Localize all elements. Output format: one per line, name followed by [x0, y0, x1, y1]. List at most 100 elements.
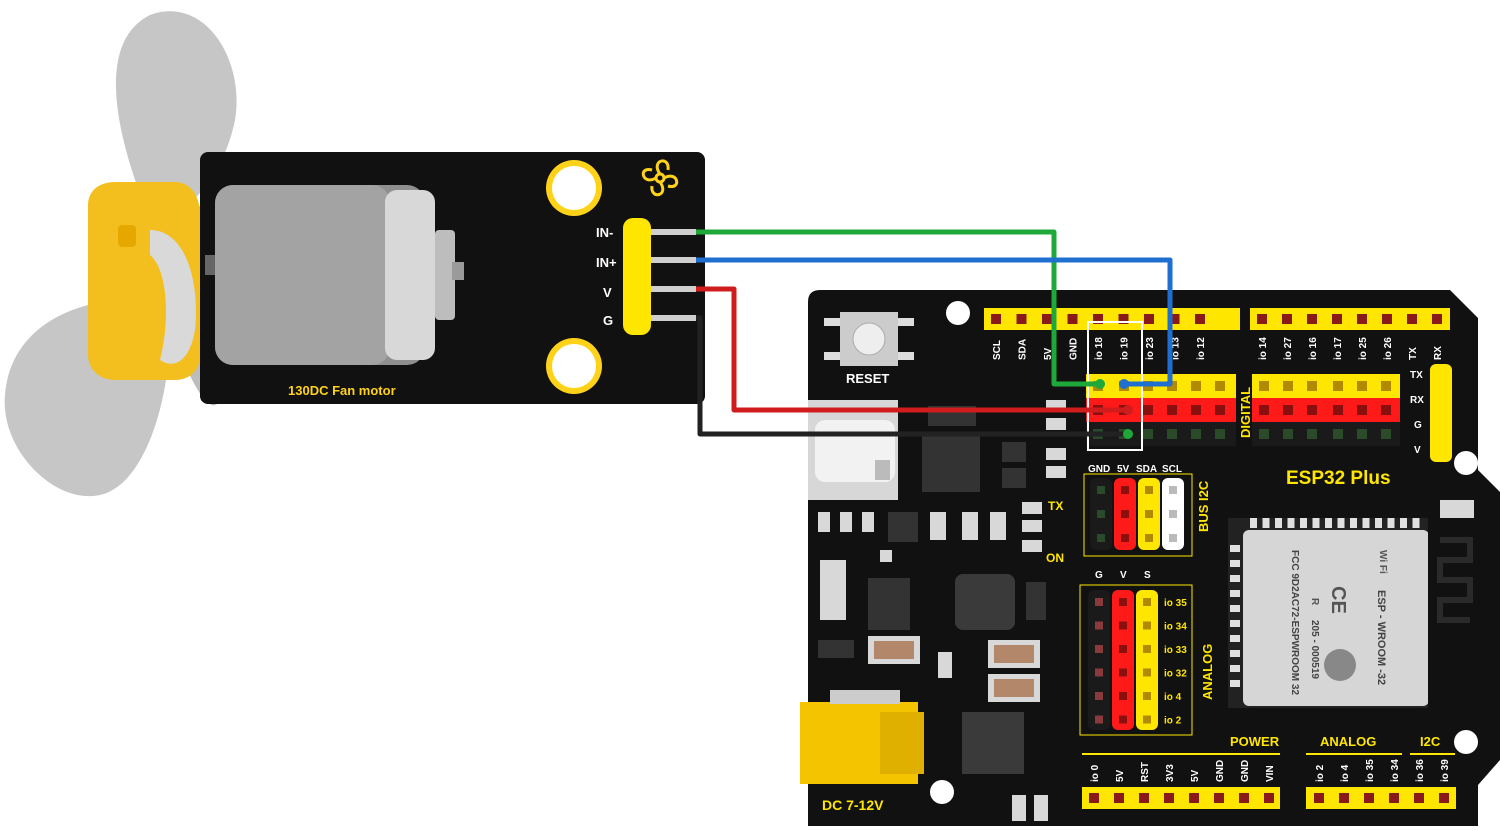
analog-pin [1095, 668, 1103, 677]
wire-g [696, 315, 1128, 437]
bus-i2c-pin [1169, 510, 1177, 518]
top-right-pin-label-4: io 25 [1358, 337, 1369, 360]
wroom-pad [1400, 518, 1407, 528]
bottom-pin-label-3: 3V3 [1165, 764, 1176, 782]
wire-v [696, 286, 1128, 413]
bottom-group-analog: ANALOG [1320, 734, 1376, 749]
digital-pin [1191, 381, 1201, 391]
top-pin-3 [1067, 314, 1078, 324]
wroom-pad [1230, 545, 1240, 552]
analog-pin [1119, 715, 1127, 724]
bottom-pin-7 [1264, 793, 1274, 803]
top-pin-label-4: io 18 [1094, 337, 1105, 360]
top-right-pin-label-6: TX [1408, 347, 1419, 360]
bottom-pin-10 [1364, 793, 1374, 803]
wire-ends [1095, 379, 1133, 439]
bottom-group-power: POWER [1230, 734, 1280, 749]
digital-header-right [1252, 374, 1400, 446]
digital-pin [1283, 429, 1293, 439]
top-right-pin-label-7: RX [1433, 346, 1444, 360]
reset-button [824, 312, 914, 366]
wroom-pad [1312, 518, 1320, 528]
fan-pin-g: G [603, 313, 613, 328]
top-header-right [1250, 308, 1450, 330]
top-pin-8 [1195, 314, 1205, 324]
top-pin-2 [1042, 314, 1052, 324]
fan-pin-in-minus: IN- [596, 225, 613, 240]
bottom-pin-label-1: 5V [1115, 769, 1126, 782]
wroom-pad [1387, 518, 1395, 528]
bottom-pin-label-6: GND [1240, 760, 1251, 782]
top-right-pin-0 [1257, 314, 1267, 324]
top-right-pin-label-1: io 27 [1283, 337, 1294, 360]
analog-label: ANALOG [1200, 644, 1215, 700]
bus-i2c-pin [1145, 534, 1153, 542]
bottom-pin-label-2: RST [1140, 762, 1151, 782]
bus-i2c-pin [1169, 486, 1177, 494]
wroom-pad [1230, 590, 1240, 597]
bottom-pin-3 [1164, 793, 1174, 803]
top-right-pin-1 [1282, 314, 1292, 324]
fan-module-label: 130DC Fan motor [288, 383, 396, 398]
analog-pin-label-0: io 35 [1164, 598, 1187, 609]
analog-col-s: S [1144, 570, 1151, 581]
side-pin-tx: TX [1410, 370, 1423, 381]
analog-pin-label-3: io 32 [1164, 669, 1187, 680]
bottom-pin-9 [1339, 793, 1349, 803]
analog-pin [1143, 621, 1151, 630]
bus-i2c-col-gnd: GND [1088, 464, 1110, 475]
bottom-pin-12 [1414, 793, 1424, 803]
top-right-pin-label-0: io 14 [1258, 337, 1269, 360]
digital-pin [1307, 381, 1317, 391]
bottom-pin-label-7: VIN [1265, 765, 1276, 782]
analog-pin [1119, 645, 1127, 653]
bottom-pin-8 [1314, 793, 1324, 803]
top-pin-label-2: 5V [1043, 347, 1054, 360]
wroom-pad [1230, 665, 1240, 672]
bottom-pin-1 [1114, 793, 1124, 803]
wroom-pad [1230, 560, 1240, 567]
analog-pin-label-5: io 2 [1164, 716, 1182, 727]
wroom-pad [1337, 518, 1345, 528]
wire-in-plus [696, 257, 1173, 387]
wroom-fcc: FCC 9D2AC72-ESPWROOM 32 [1289, 550, 1300, 695]
digital-pin [1167, 429, 1177, 439]
digital-pin [1381, 405, 1391, 415]
digital-pin [1333, 381, 1343, 391]
wroom-pad [1362, 518, 1370, 528]
side-pin-v: V [1414, 445, 1421, 456]
fan-pin-v: V [603, 285, 612, 300]
analog-pin-label-2: io 33 [1164, 645, 1187, 656]
top-right-pin-label-3: io 17 [1333, 337, 1344, 360]
side-header [1430, 364, 1452, 462]
bottom-pin-13 [1439, 793, 1449, 803]
wroom-code: 205 - 000519 [1309, 620, 1320, 679]
fan-module: 130DC Fan motor IN- IN+ V G [200, 152, 705, 404]
digital-pin [1357, 381, 1367, 391]
esp32-board: RESET [800, 290, 1500, 826]
bottom-pin-label-9: io 4 [1340, 764, 1351, 782]
wroom-pad [1230, 575, 1240, 582]
motor-hub [88, 182, 200, 380]
digital-pin [1381, 429, 1391, 439]
wroom-text-group: FCC 9D2AC72-ESPWROOM 32 205 - 000519 ESP… [1289, 550, 1388, 695]
analog-pin [1143, 715, 1151, 724]
wroom-ce: CE [1327, 586, 1349, 614]
top-right-pin-label-2: io 16 [1308, 337, 1319, 360]
wroom-r: R [1309, 598, 1320, 606]
analog-pin [1095, 621, 1103, 630]
wroom-pad [1230, 620, 1240, 627]
analog-pin [1143, 668, 1151, 677]
esp-wroom-module [1228, 518, 1478, 708]
digital-pin [1215, 405, 1225, 415]
top-pin-label-1: SDA [1018, 339, 1029, 360]
top-pin-4 [1093, 314, 1103, 324]
top-right-pin-4 [1357, 314, 1367, 324]
bottom-pin-6 [1239, 793, 1249, 803]
top-pin-1 [1016, 314, 1027, 324]
analog-pin [1095, 598, 1103, 606]
bottom-pin-11 [1389, 793, 1399, 803]
analog-pin [1095, 692, 1103, 700]
bottom-group-i2c: I2C [1420, 734, 1441, 749]
